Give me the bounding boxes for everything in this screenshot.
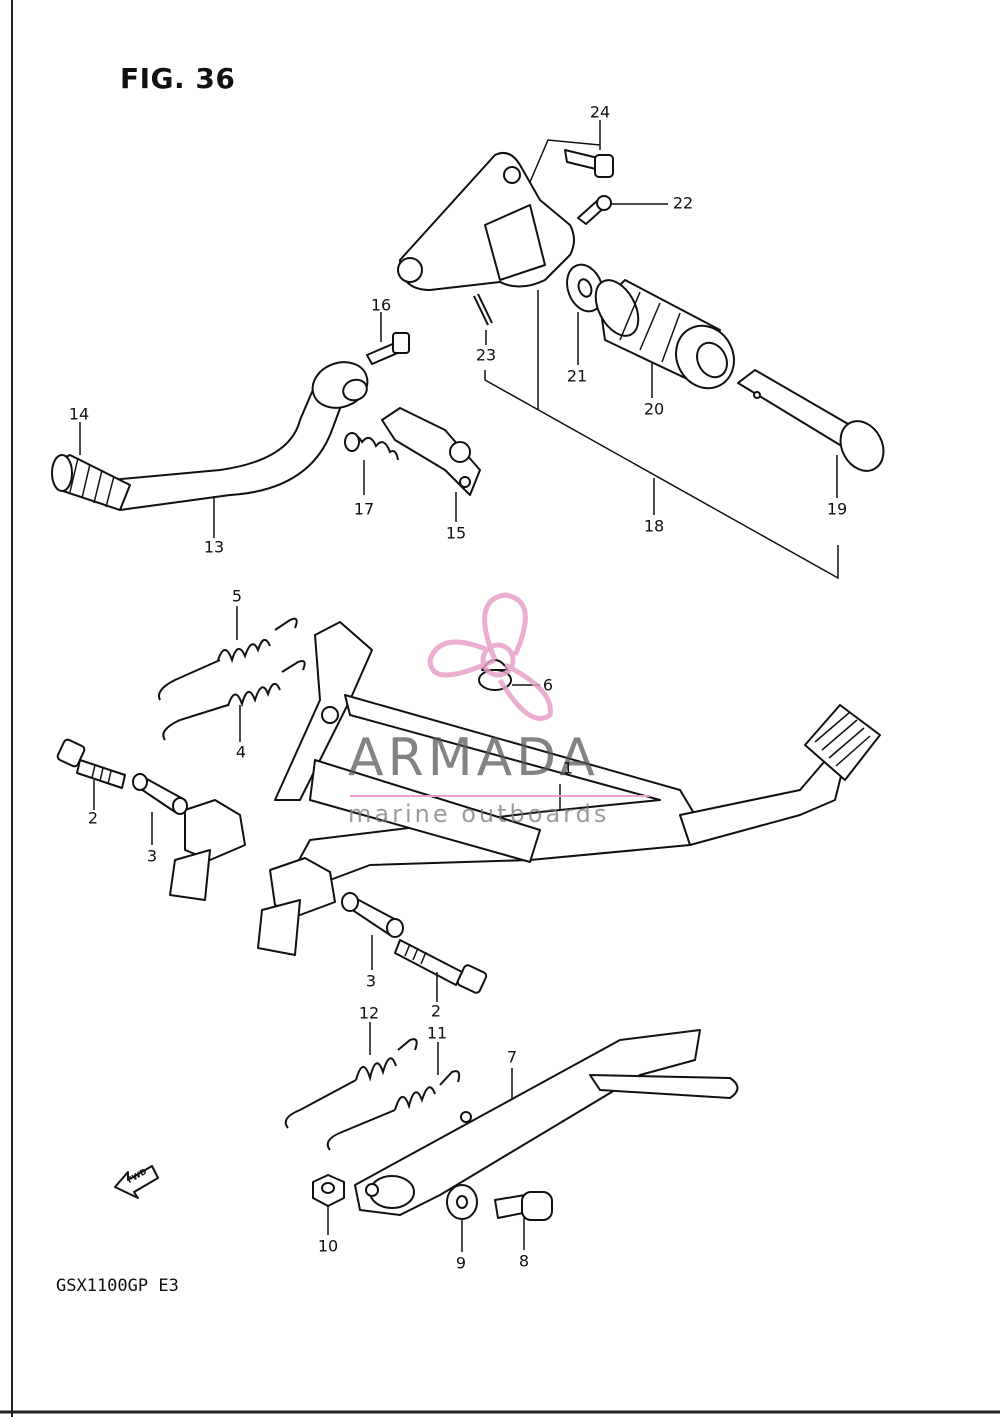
callout-20: 20 — [643, 399, 665, 419]
callout-8: 8 — [518, 1251, 530, 1271]
callout-2-lower: 2 — [430, 1001, 442, 1021]
callout-22: 22 — [672, 193, 694, 213]
callout-7: 7 — [506, 1047, 518, 1067]
callout-15: 15 — [445, 523, 467, 543]
spring-5 — [158, 617, 298, 701]
callout-13: 13 — [203, 537, 225, 557]
forward-direction-arrow — [114, 1165, 159, 1199]
shift-lever-13 — [109, 361, 369, 511]
callout-10: 10 — [317, 1236, 339, 1256]
callout-6: 6 — [542, 675, 554, 695]
callout-24: 24 — [589, 102, 611, 122]
bolt-24 — [564, 149, 614, 178]
callout-19: 19 — [826, 499, 848, 519]
washer-9 — [446, 1184, 478, 1220]
figure-title: FIG. 36 — [120, 62, 236, 95]
nut-10 — [312, 1174, 345, 1207]
callout-3-upper: 3 — [146, 846, 158, 866]
bolt-16 — [366, 332, 410, 365]
cotter-pin-23 — [473, 293, 493, 326]
leader-18-group — [484, 370, 839, 580]
bolt-2-lower — [394, 939, 488, 994]
bolt-2-upper — [56, 738, 126, 789]
callout-21: 21 — [566, 366, 588, 386]
callout-2-upper: 2 — [87, 808, 99, 828]
pin-22 — [577, 195, 612, 225]
shift-rubber-14 — [51, 454, 131, 511]
watermark-tagline: marine outboards — [348, 800, 610, 828]
spring-12 — [284, 1038, 418, 1129]
callout-4: 4 — [235, 742, 247, 762]
leader-24-bracket — [529, 139, 601, 183]
footrest-rubber-20 — [594, 279, 735, 390]
callout-9: 9 — [455, 1253, 467, 1273]
watermark-rule — [350, 795, 650, 797]
callout-3-lower: 3 — [365, 971, 377, 991]
watermark-propeller-logo — [427, 592, 553, 721]
side-stand-7 — [354, 1029, 739, 1216]
callout-5: 5 — [231, 586, 243, 606]
footrest-bracket — [397, 152, 575, 291]
washer-21 — [566, 263, 604, 313]
model-code: GSX1100GP E3 — [56, 1276, 179, 1296]
callout-1: 1 — [562, 758, 574, 778]
callout-12: 12 — [358, 1003, 380, 1023]
spring-11 — [326, 1070, 461, 1151]
callout-17: 17 — [353, 499, 375, 519]
collar-3-lower — [341, 892, 404, 938]
bolt-8 — [494, 1191, 553, 1221]
callout-18: 18 — [643, 516, 665, 536]
shift-arm-15 — [381, 407, 481, 496]
callout-11: 11 — [426, 1023, 448, 1043]
spring-4 — [162, 660, 306, 741]
center-stand-1 — [169, 621, 881, 956]
footrest-pin-19 — [737, 369, 885, 472]
callout-23: 23 — [475, 345, 497, 365]
callout-14: 14 — [68, 404, 90, 424]
watermark-name: ARMADA — [348, 728, 599, 788]
spring-17 — [344, 432, 399, 461]
callout-16: 16 — [370, 295, 392, 315]
collar-3-upper — [132, 773, 188, 815]
